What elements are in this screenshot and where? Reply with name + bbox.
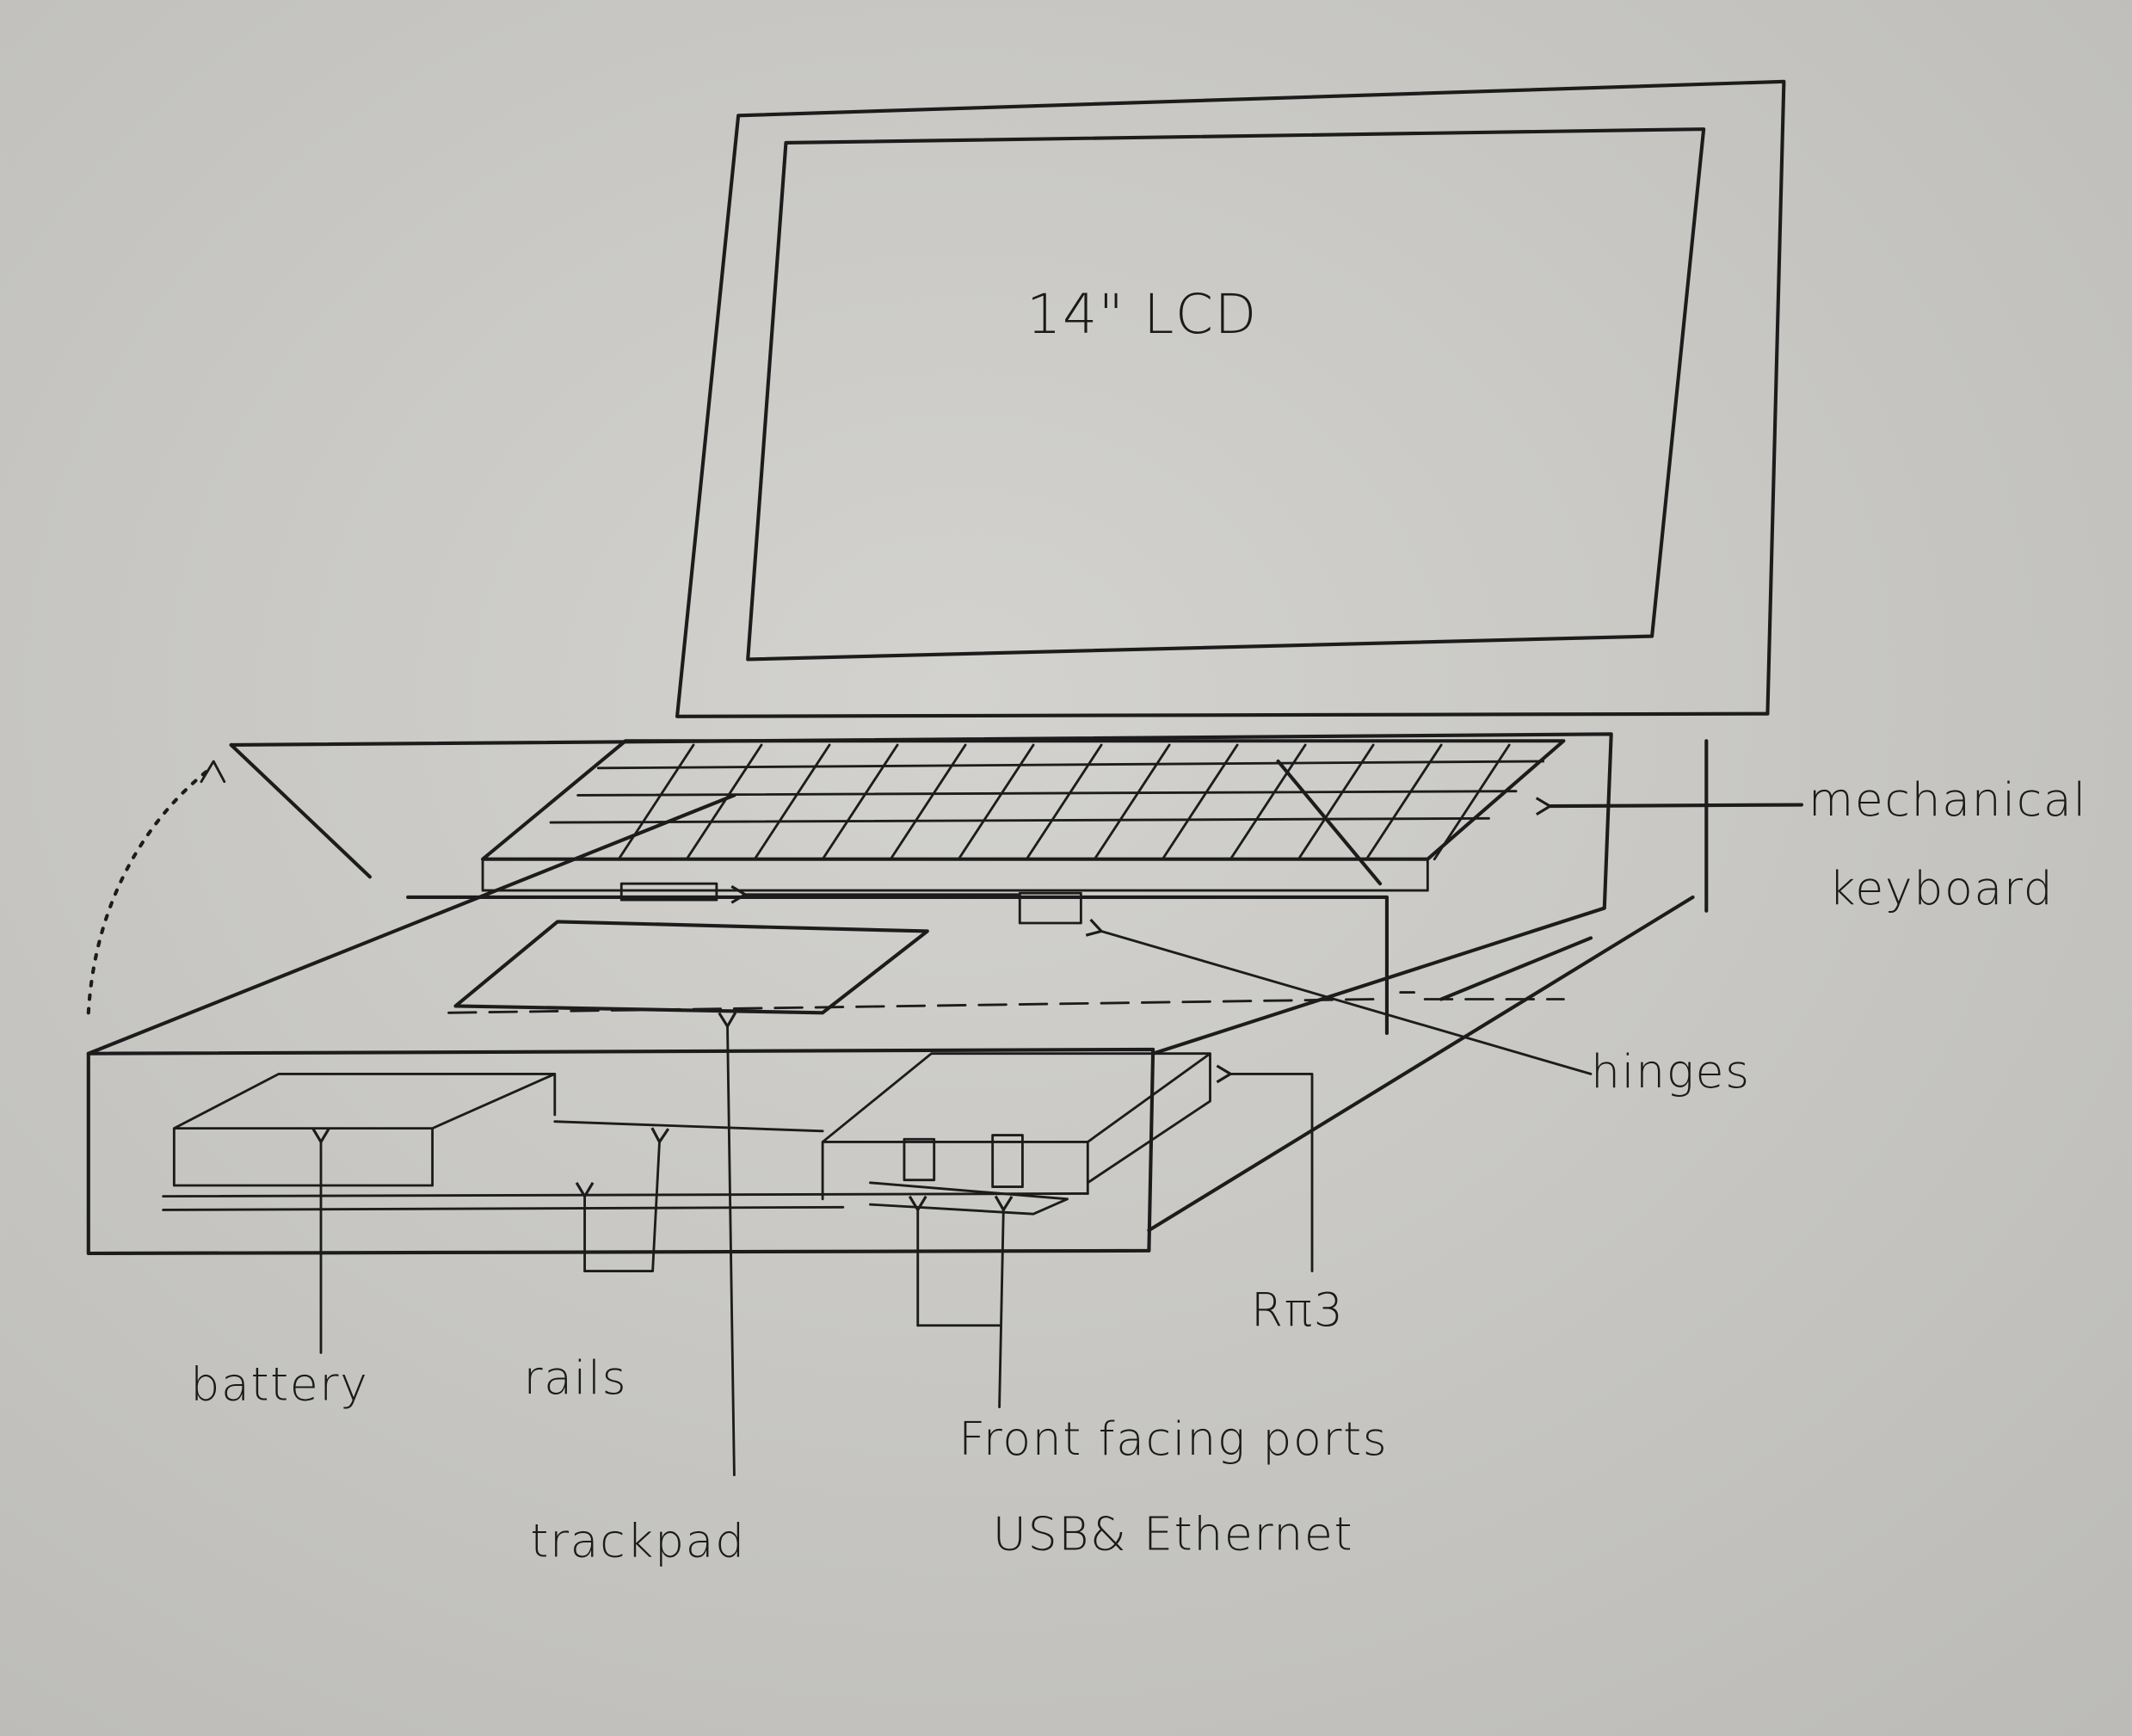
trackpad: trackpad [453,920,929,1567]
ports: Front facing ports USB& Ethernet [908,1195,1388,1561]
screen-lid: 14" LCD [675,79,1786,718]
pi-label: Rπ3 [1251,1283,1345,1337]
battery-label: battery [190,1357,368,1412]
trackpad-label: trackpad [530,1513,745,1567]
screen-label: 14" LCD [1026,282,1258,346]
raspberry-pi: Rπ3 [821,1052,1345,1337]
keyboard-label-line1: mechanical [1809,773,2087,827]
ports-label-line2: USB& Ethernet [993,1507,1353,1561]
rails-label: rails [523,1351,627,1405]
ports-label-line1: Front facing ports [958,1412,1388,1466]
hinges-label: hinges [1591,1044,1751,1099]
battery: battery [172,1072,557,1412]
hinges: hinges [619,882,1751,1099]
rails: rails [162,1120,1089,1405]
keyboard-label-line2: keyboard [1829,861,2055,915]
keyboard: mechanical keyboard [481,739,2087,915]
